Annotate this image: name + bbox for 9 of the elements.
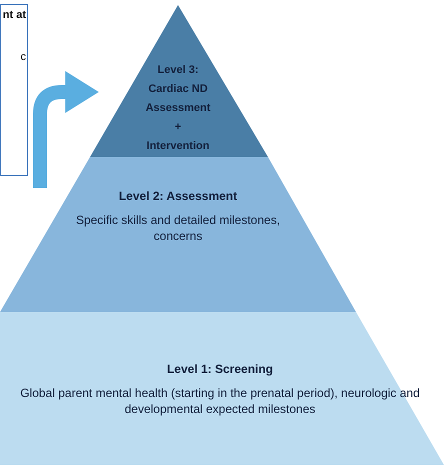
box-heading: nt at [2,9,26,23]
text-box [0,4,28,176]
box-text: c [20,51,26,65]
level-title: Level 2: Assessment [118,188,238,205]
level-description: Global parent mental health (starting in the prenatal period), neurologic and developmental expected milestones [19,385,421,417]
level-title: Level 1: Screening [166,361,274,378]
bent-arrow [33,71,99,188]
level-description: Specific skills and detailed milestones, concerns [74,212,282,244]
level-title: Level 3: Cardiac ND Assessment + Intervention [144,63,212,154]
